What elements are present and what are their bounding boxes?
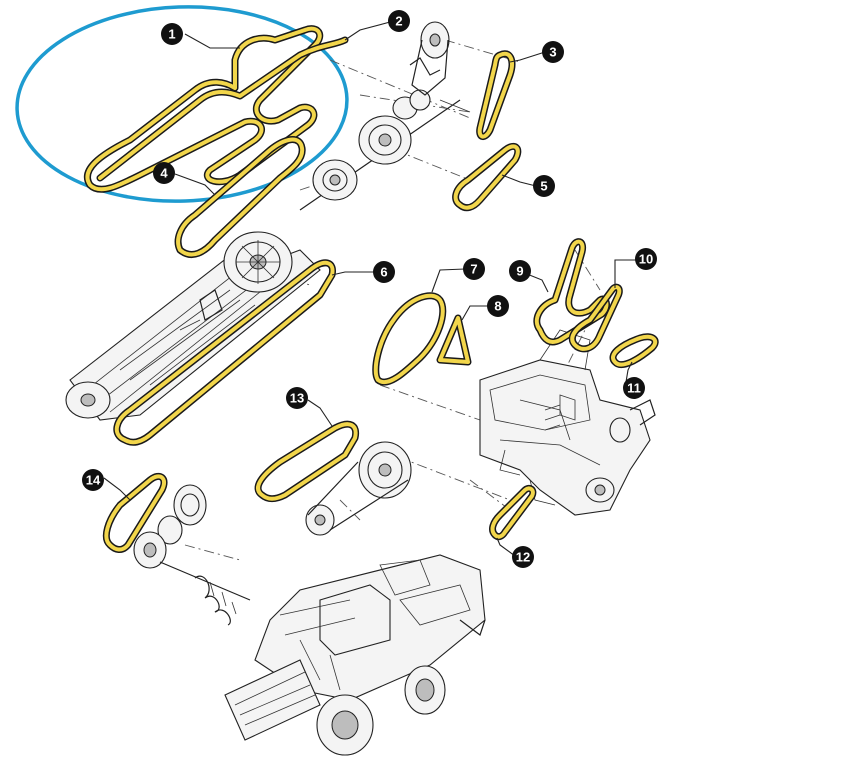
callout-10-label: 10: [639, 252, 653, 267]
leader-lines: [103, 21, 640, 557]
dual-pulley-assembly: [305, 441, 412, 536]
callout-5: 5: [533, 175, 555, 197]
combine-harvester: [224, 554, 486, 756]
belt-5: [452, 142, 522, 212]
callout-3: 3: [542, 41, 564, 63]
belt-12: [489, 484, 537, 541]
belt-9: [533, 238, 610, 346]
callout-6-label: 6: [380, 265, 387, 280]
callout-3-label: 3: [549, 45, 556, 60]
callout-13-label: 13: [290, 391, 304, 406]
callout-14-label: 14: [86, 473, 101, 488]
callout-13: 13: [286, 387, 308, 409]
belt-8: [436, 314, 472, 366]
belt-13: [254, 420, 360, 503]
callout-6: 6: [373, 261, 395, 283]
belt-11: [609, 333, 659, 369]
belt-6: [113, 259, 337, 446]
belt-7: [372, 292, 447, 386]
callout-2-label: 2: [395, 14, 402, 29]
upper-pulley-assembly: [299, 21, 471, 211]
callout-8-label: 8: [494, 299, 501, 314]
feeder-housing: [65, 231, 321, 421]
callout-9: 9: [509, 260, 531, 282]
belt-1-fill: [85, 26, 322, 192]
belt-3: [476, 50, 516, 140]
callout-11: 11: [623, 377, 645, 399]
auger-pulley-assembly: [133, 484, 251, 626]
highlight-ellipse: [15, 5, 349, 203]
callout-10: 10: [635, 248, 657, 270]
callout-14: 14: [82, 469, 104, 491]
belt-10: [568, 283, 623, 353]
callout-7-label: 7: [470, 262, 477, 277]
callout-7: 7: [463, 258, 485, 280]
callout-8: 8: [487, 295, 509, 317]
callout-9-label: 9: [516, 264, 523, 279]
callout-12: 12: [512, 546, 534, 568]
callout-11-label: 11: [627, 381, 641, 396]
callout-12-label: 12: [516, 550, 530, 565]
callout-4-label: 4: [160, 166, 168, 181]
engine-block: [479, 329, 656, 516]
callout-5-label: 5: [540, 179, 547, 194]
belt-1: [84, 25, 349, 193]
callout-1-label: 1: [168, 27, 175, 42]
belt-4: [174, 136, 306, 258]
callout-1: 1: [161, 23, 183, 45]
callout-2: 2: [388, 10, 410, 32]
callout-4: 4: [153, 162, 175, 184]
belt-14: [102, 472, 168, 553]
